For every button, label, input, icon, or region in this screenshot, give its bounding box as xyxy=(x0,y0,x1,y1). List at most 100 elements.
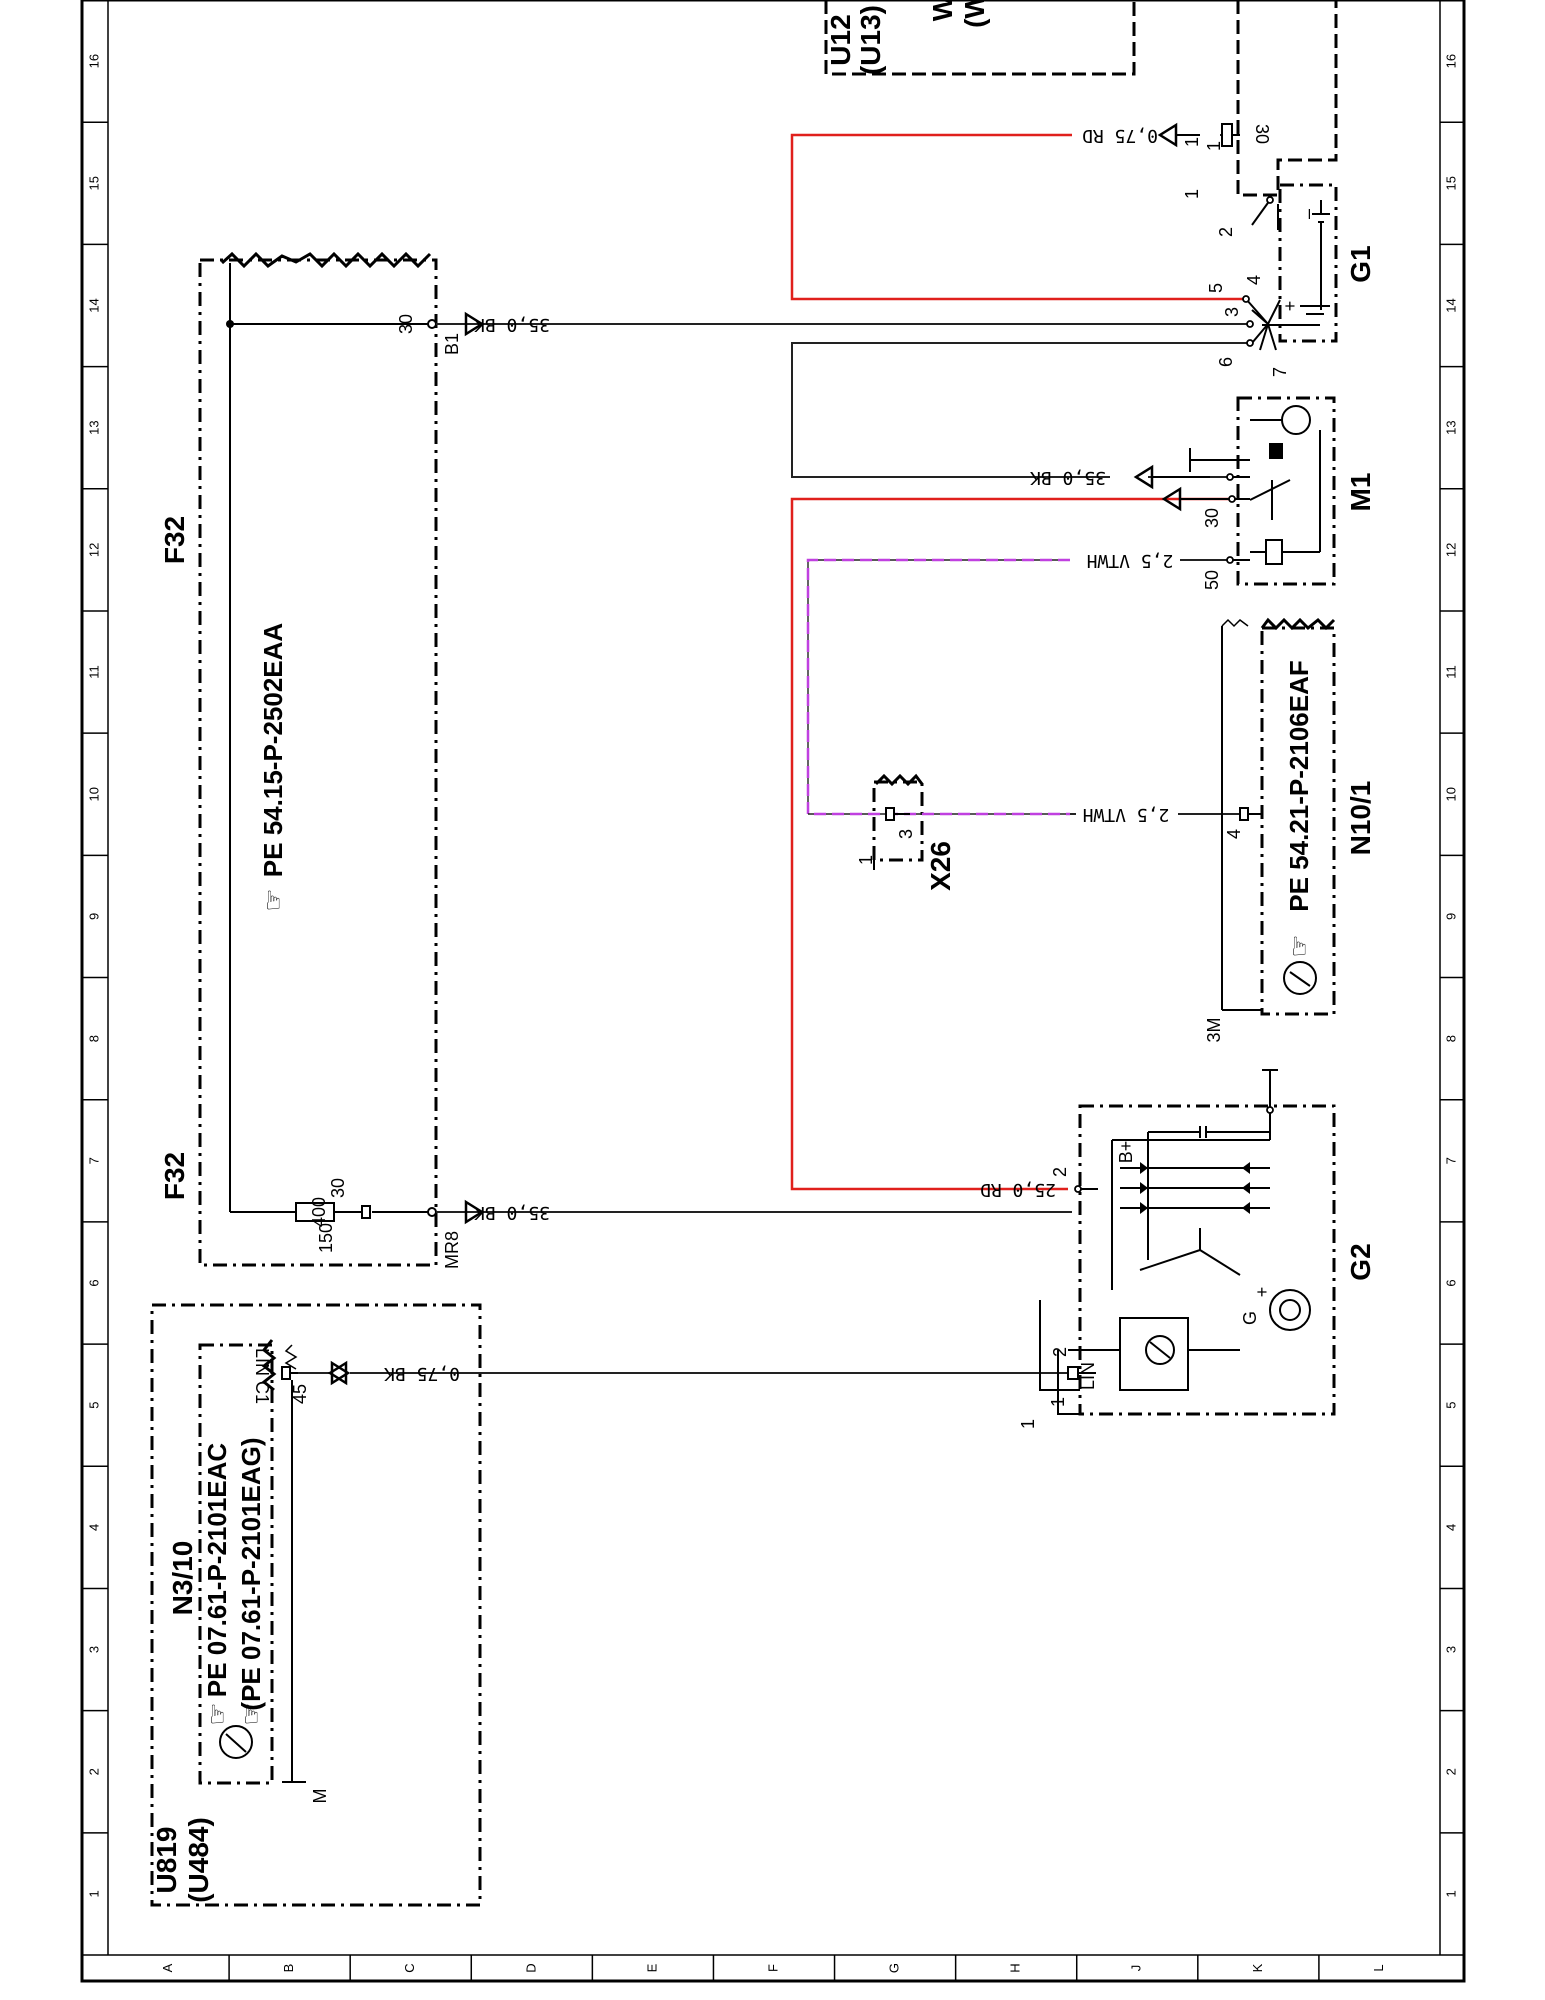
arrow-u12 xyxy=(1157,122,1178,148)
u819-label: U819 xyxy=(151,1827,182,1894)
wire-rd-u12-to-g1 xyxy=(790,133,1246,301)
wire-label-g2-rd: 25,0 RD xyxy=(980,1179,1056,1200)
x26-internals xyxy=(873,807,910,870)
grid-row-label: 11 xyxy=(1443,665,1458,679)
n10-1-label: N10/1 xyxy=(1345,781,1376,856)
grid-row-label: 3 xyxy=(86,1646,101,1653)
g2-bplus: B+ xyxy=(1116,1141,1136,1164)
grid-col-label: G xyxy=(887,1963,902,1973)
x26-pin-3: 3 xyxy=(896,829,916,839)
g1-outline xyxy=(1278,183,1338,343)
grid-col-label: J xyxy=(1129,1965,1144,1972)
wire-vtwh-m1-to-x26 xyxy=(808,560,1070,814)
grid-col-label: L xyxy=(1371,1964,1386,1971)
n3-10-label: N3/10 xyxy=(167,1541,198,1616)
grid-row-label: 16 xyxy=(86,54,101,68)
g2-outline xyxy=(1078,1104,1336,1416)
g1-pin-5: 5 xyxy=(1206,283,1226,293)
grid-col-label: B xyxy=(281,1964,296,1973)
n3-10-internals xyxy=(219,1366,306,1783)
g1-label: G1 xyxy=(1345,245,1376,282)
g2-pin-2: 2 xyxy=(1050,1167,1070,1177)
grid-row-label: 10 xyxy=(86,787,101,801)
x26-cut-edge xyxy=(874,773,924,787)
wire-m1-to-g1 xyxy=(791,342,1250,478)
f32-junction-dot xyxy=(226,320,234,328)
g1-plus: + xyxy=(1280,301,1300,312)
m1-starter-symbol xyxy=(1189,405,1321,565)
g2-g-pin: G xyxy=(1240,1311,1260,1325)
pointing-hand-icon: ☞ xyxy=(1284,934,1314,957)
grid-row-label: 14 xyxy=(1443,298,1458,312)
f32-mr8-terminal xyxy=(427,1207,437,1217)
grid-row-label: 12 xyxy=(1443,543,1458,557)
grid-col-label: K xyxy=(1250,1963,1265,1972)
g1-housing-outline xyxy=(1236,0,1338,197)
f32-fuse-rating: 400 xyxy=(309,1197,329,1227)
wire-rd-g2-to-m1 xyxy=(790,497,1236,1191)
grid-row-label: 3 xyxy=(1443,1646,1458,1653)
u819-alt-label: (U484) xyxy=(183,1817,214,1903)
grid-row-label: 8 xyxy=(1443,1035,1458,1042)
grid-row-label: 9 xyxy=(86,913,101,920)
relay-pin-1: 1 xyxy=(1204,141,1224,151)
f32-outline xyxy=(198,258,438,1267)
grid-row-label: 5 xyxy=(86,1402,101,1409)
grid-row-label: 5 xyxy=(1443,1402,1458,1409)
relay-pin-1b: 1 xyxy=(1182,137,1202,147)
f32-mr8-pin: MR8 xyxy=(442,1231,462,1269)
f32-b1-terminal xyxy=(427,319,437,329)
n3-10-pin-m: M xyxy=(310,1789,330,1804)
g2-label: G2 xyxy=(1345,1243,1376,1280)
wire-label-n10-vtwh: 2,5 VTWH xyxy=(1083,804,1170,825)
n10-1-pin-4: 4 xyxy=(1224,829,1244,839)
grid-row-label: 13 xyxy=(1443,420,1458,434)
grid-row-label: 4 xyxy=(86,1524,101,1531)
wire-label-mr8: 35,0 BK xyxy=(474,1202,550,1223)
grid-row-label: 2 xyxy=(86,1768,101,1775)
g2-diode-bridge xyxy=(1140,1162,1250,1214)
grid-row-label: 10 xyxy=(1443,787,1458,801)
f32-b1-pin: B1 xyxy=(442,333,462,355)
grid-row-label: 1 xyxy=(86,1890,101,1897)
u12-label: U12 xyxy=(825,14,856,65)
grid-row-label: 16 xyxy=(1443,54,1458,68)
f32-label-2: F32 xyxy=(159,1152,190,1200)
g1-pin-1: 1 xyxy=(1182,189,1202,199)
grid-row-label: 2 xyxy=(1443,1768,1458,1775)
grid-row-label: 11 xyxy=(86,665,101,679)
n3-10-cut-edge xyxy=(261,1339,277,1392)
grid-col-label: H xyxy=(1008,1963,1023,1972)
arrow-mr8 xyxy=(464,1199,485,1225)
g2-plus: + xyxy=(1252,1287,1272,1298)
x26-outline xyxy=(872,780,924,862)
grid-row-label: 7 xyxy=(1443,1157,1458,1164)
grid-row-label: 1 xyxy=(1443,1890,1458,1897)
relay-pin-30: 30 xyxy=(1252,124,1272,144)
sheet-frame xyxy=(80,0,1466,1983)
wire-label-b1: 35,0 BK xyxy=(474,314,550,335)
arrow-n3-10-b xyxy=(327,1360,348,1386)
g1-minus: – xyxy=(1298,209,1318,219)
f32-busbar xyxy=(229,263,432,1222)
grid-row-label: 7 xyxy=(86,1157,101,1164)
grid-row-label: 15 xyxy=(86,176,101,190)
grid-col-label: F xyxy=(765,1964,780,1972)
grid-row-label: 14 xyxy=(86,298,101,312)
pointing-hand-icon: ☞ xyxy=(258,888,288,911)
grid-col-label: E xyxy=(644,1963,659,1972)
n10-1-ref: PE 54.21-P-2106EAF xyxy=(1284,660,1314,911)
g1-pin-4: 4 xyxy=(1244,275,1264,285)
grid-row-label: 8 xyxy=(86,1035,101,1042)
x26-label: X26 xyxy=(925,841,956,891)
wire-label-n3-10: 0,75 BK xyxy=(384,1363,460,1384)
pointing-hand-icon: ☞ xyxy=(202,1702,232,1725)
f32-fuse-connector xyxy=(361,1205,371,1219)
g1-pin-6: 6 xyxy=(1216,357,1236,367)
n3-10-ref-1: PE 07.61-P-2101EAC xyxy=(202,1443,232,1698)
g1-pin-2: 2 xyxy=(1216,227,1236,237)
n3-10-outline xyxy=(198,1343,274,1785)
